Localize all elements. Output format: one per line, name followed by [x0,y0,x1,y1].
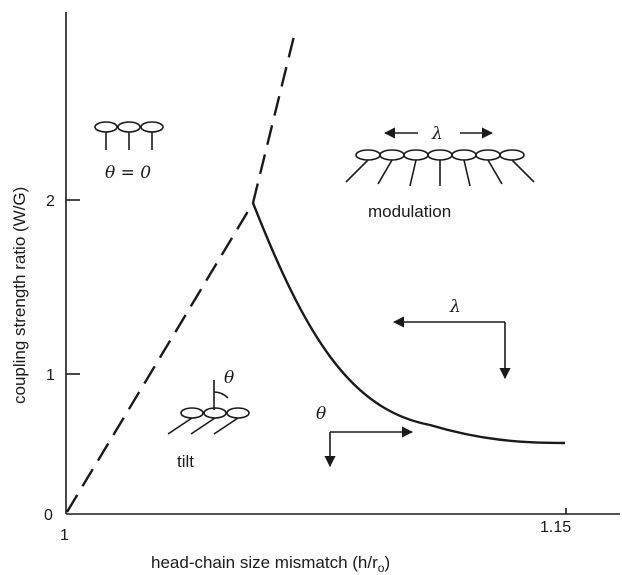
upper-boundary-dashed [251,31,297,204]
theta-order-parameter-label: θ [316,404,326,424]
tilt-angle-label: θ [224,368,234,388]
tilted-lipid-icon [167,380,250,435]
modulation-lambda-label: λ [431,124,443,144]
modulated-lipid-icon [345,149,535,187]
x-tick-label-1.15: 1.15 [540,519,571,536]
y-tick-label-2: 2 [46,193,55,210]
modulation-boundary-solid [251,202,566,445]
untilted-lipid-icon [94,121,164,150]
y-tick-label-0: 0 [44,507,53,524]
lambda-order-parameter-arrows [392,316,511,380]
modulation-phase-label: modulation [368,202,451,221]
theta-order-parameter-arrows [324,426,414,468]
x-axis-label: head-chain size mismatch (h/ro) [151,553,390,575]
x-tick-label-1: 1 [60,527,69,544]
untilted-phase-label: θ = 0 [105,163,151,183]
tilt-phase-label: tilt [177,452,194,471]
tilt-boundary-dashed [65,202,255,513]
lambda-order-parameter-label: λ [449,297,461,317]
y-tick-label-1: 1 [46,367,55,384]
y-axis-label: coupling strength ratio (W/G) [10,187,29,404]
